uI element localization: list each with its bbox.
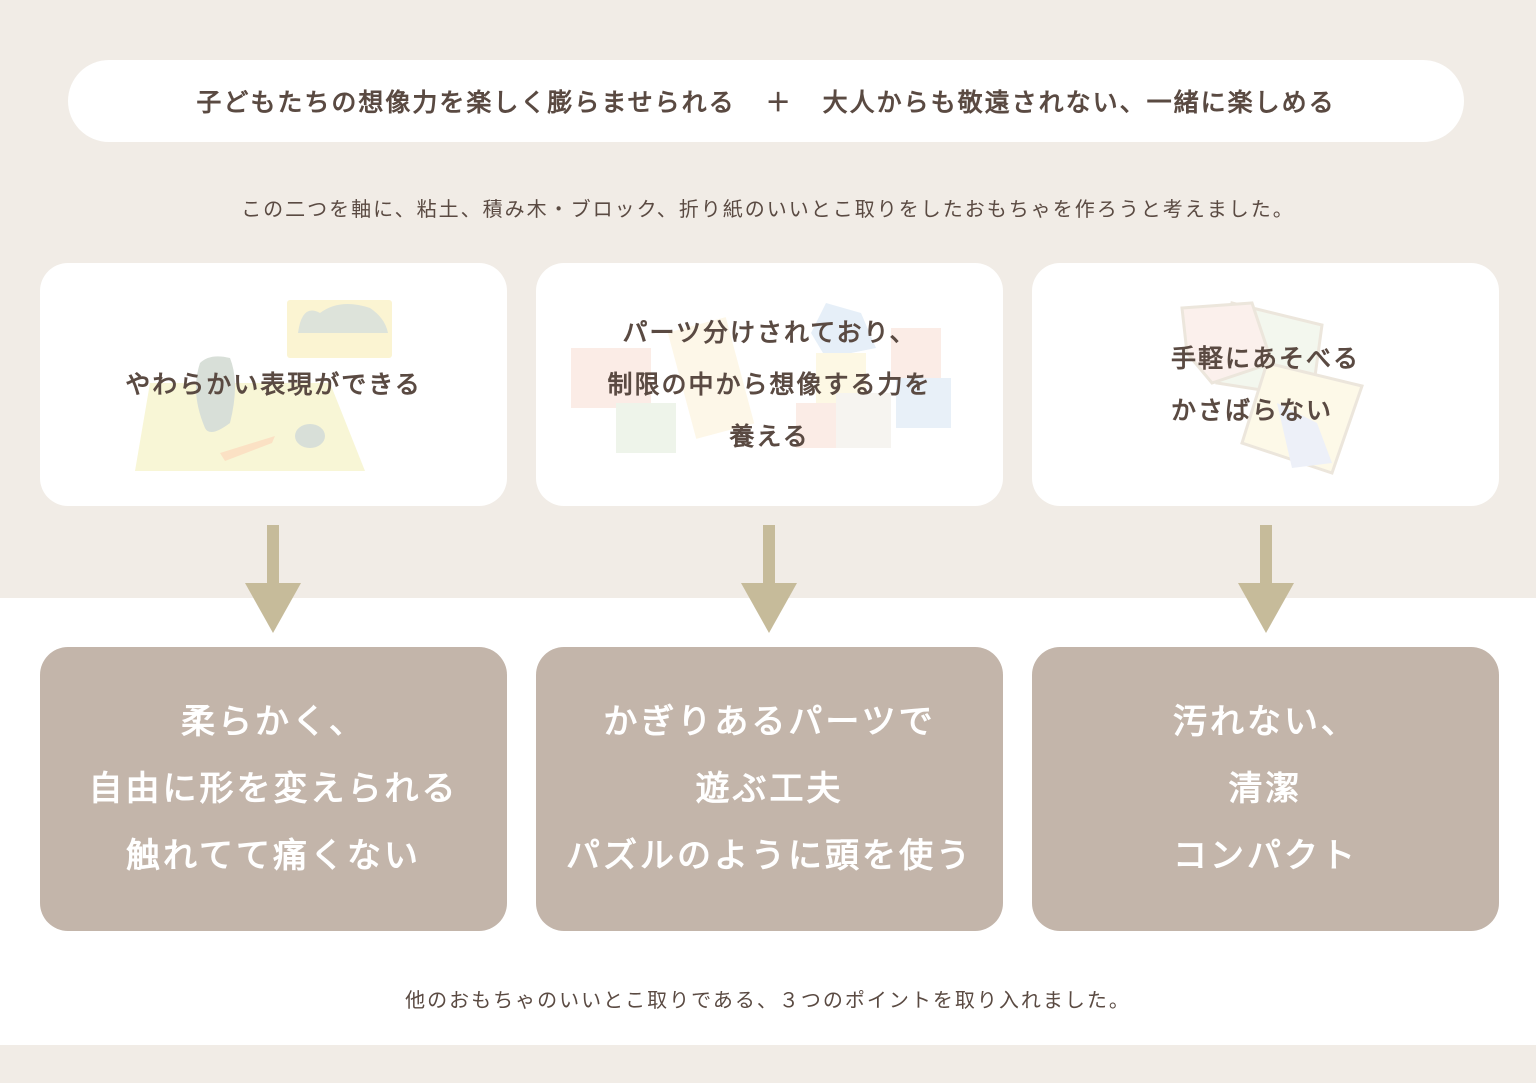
intro-text: この二つを軸に、粘土、積み木・ブロック、折り紙のいいとこ取りをしたおもちゃを作ろ… [241, 197, 1295, 221]
arrow-down-icon [245, 525, 301, 633]
point-line: コンパクト [1173, 835, 1358, 876]
point-line: 自由に形を変えられる [88, 768, 459, 809]
point-clean: 汚れない、 清潔 コンパクト [1032, 647, 1499, 931]
point-line: 清潔 [1228, 768, 1303, 809]
concept-right: 大人からも敬遠されない、一緒に楽しめる [822, 88, 1336, 117]
card-origami: 手軽にあそべる かさばらない [1032, 263, 1499, 506]
card-clay: やわらかい表現ができる [40, 263, 507, 506]
point-line: 遊ぶ工夫 [695, 768, 844, 809]
blocks-illustration-icon [571, 303, 951, 453]
plus-sign: ＋ [765, 88, 793, 117]
arrow-down-icon [741, 525, 797, 633]
bottom-strip [0, 1045, 1536, 1083]
point-parts: かぎりあるパーツで 遊ぶ工夫 パズルのように頭を使う [536, 647, 1003, 931]
point-line: かぎりあるパーツで [603, 701, 936, 742]
card-line: 養える [729, 421, 810, 451]
point-line: パズルのように頭を使う [566, 835, 973, 876]
concept-header: 子どもたちの想像力を楽しく膨らませられる ＋ 大人からも敬遠されない、一緒に楽し… [68, 60, 1464, 142]
point-line: 汚れない、 [1173, 701, 1358, 742]
card-line: パーツ分けされており、 [622, 317, 917, 347]
concept-left: 子どもたちの想像力を楽しく膨らませられる [196, 88, 736, 117]
origami-illustration-icon [1180, 301, 1364, 475]
card-line: 手軽にあそべる [1170, 343, 1360, 373]
point-line: 柔らかく、 [181, 701, 366, 742]
card-blocks: パーツ分けされており、 制限の中から想像する力を 養える [536, 263, 1003, 506]
card-line: かさばらない [1170, 395, 1333, 425]
arrow-down-icon [1238, 525, 1294, 633]
footer-text: 他のおもちゃのいいとこ取りである、３つのポイントを取り入れました。 [405, 988, 1131, 1012]
card-line: 制限の中から想像する力を [607, 369, 932, 399]
clay-illustration-icon [135, 300, 392, 471]
point-line: 触れてて痛くない [126, 835, 421, 876]
point-soft: 柔らかく、 自由に形を変えられる 触れてて痛くない [40, 647, 507, 931]
card-line: やわらかい表現ができる [125, 369, 422, 399]
